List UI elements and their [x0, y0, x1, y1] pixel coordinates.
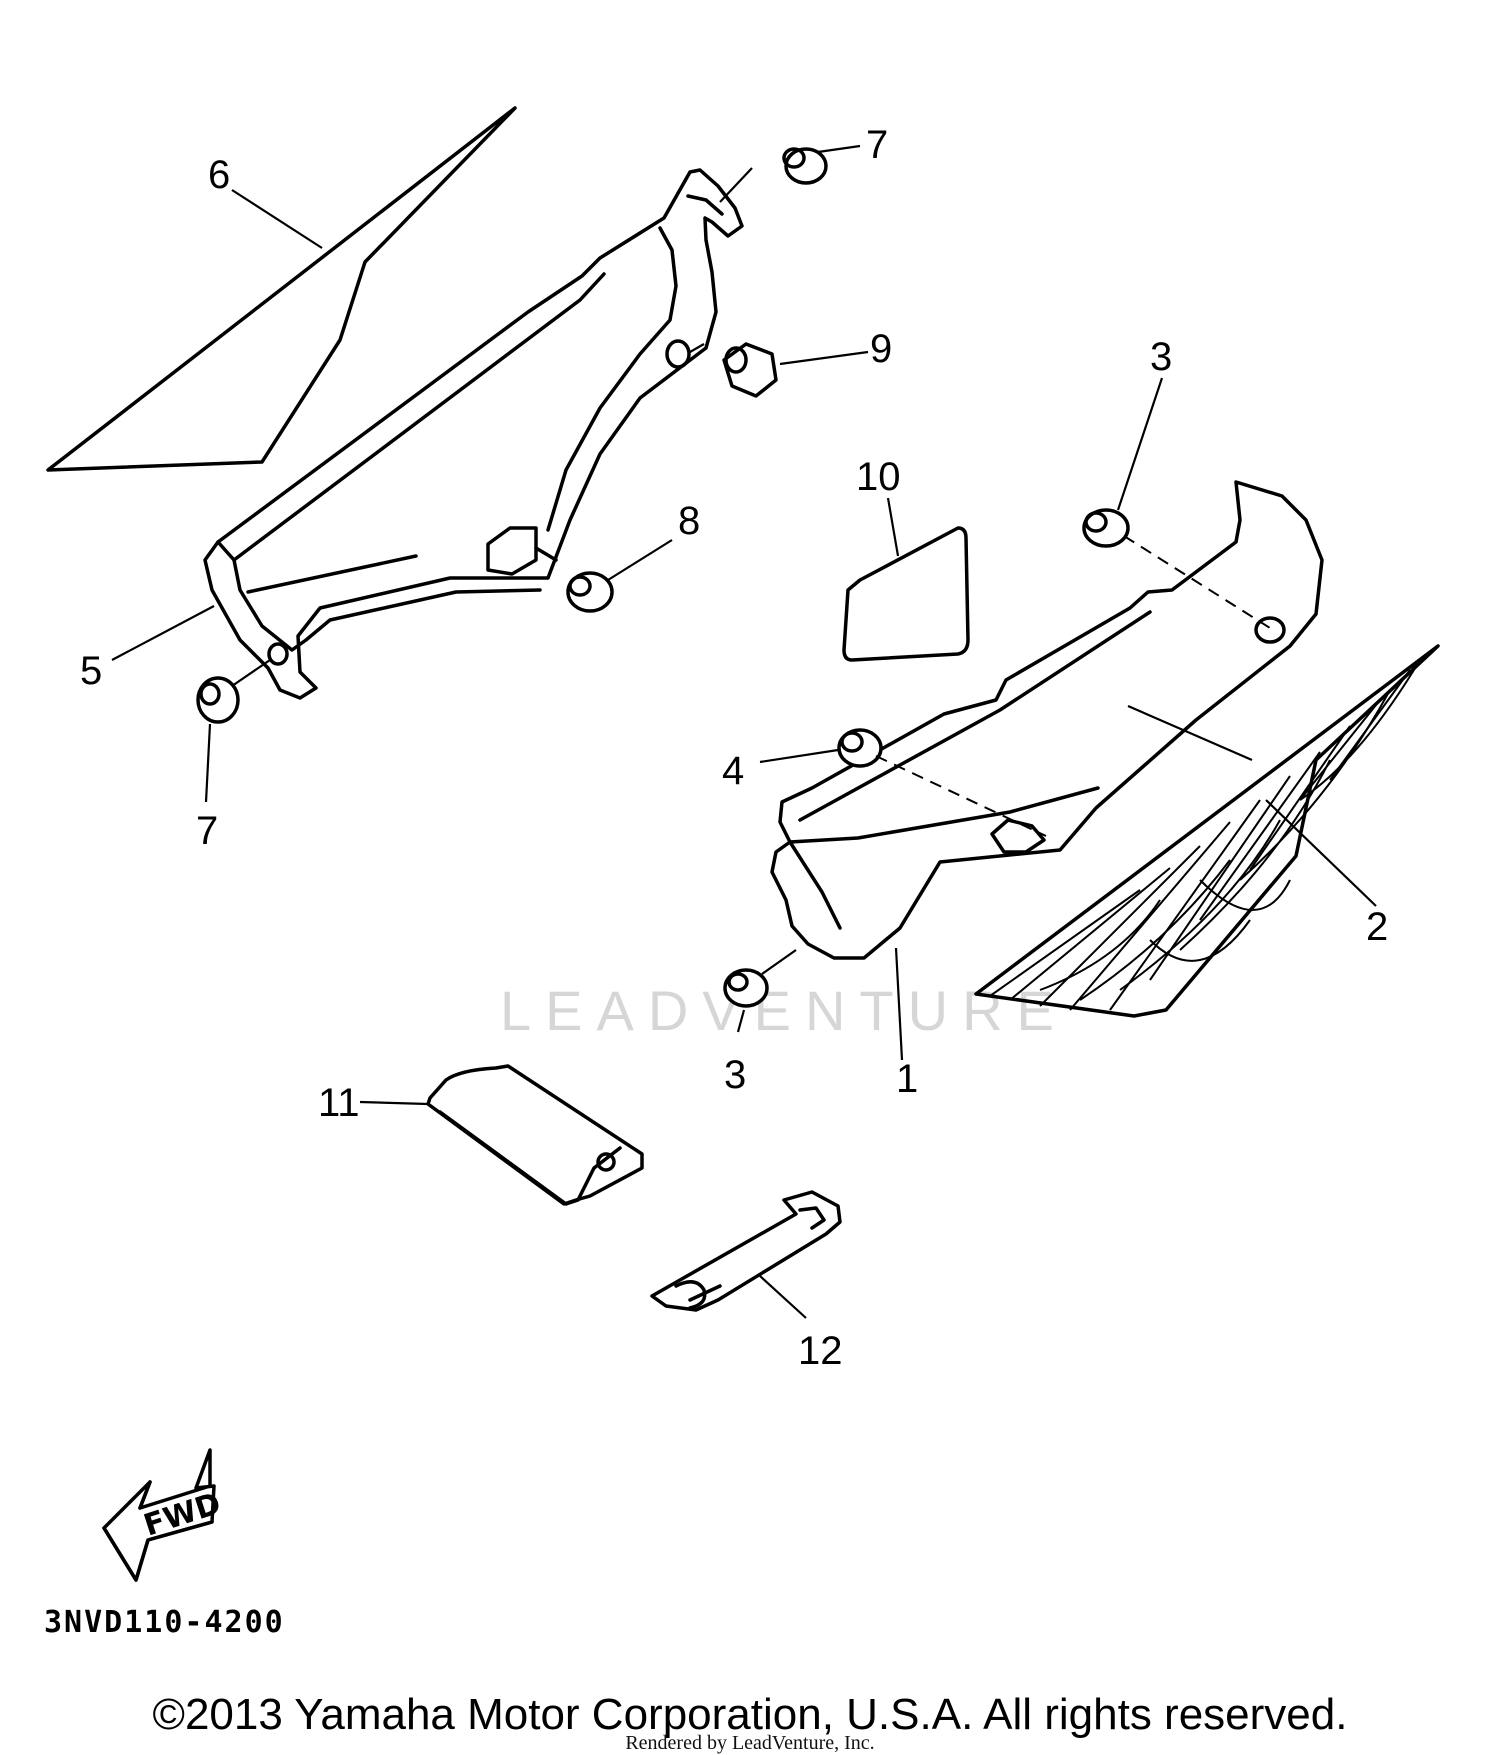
grommet-8: [566, 571, 614, 613]
part-6-decal: [46, 106, 517, 472]
assembly-line-3: [1123, 535, 1271, 629]
grommet-4: [837, 728, 883, 768]
part-2-graphic-decal: [974, 644, 1440, 1018]
callout-7-bottom: 7: [196, 809, 218, 853]
damper-9: [722, 342, 778, 398]
callout-1: 1: [896, 1057, 918, 1101]
part-1-side-cover: [770, 480, 1324, 960]
callout-9: 9: [870, 327, 892, 371]
grommet-7-top: [782, 147, 828, 185]
leader-lines: [111, 144, 1377, 1319]
callout-12: 12: [798, 1329, 843, 1373]
grommet-3-lower: [723, 968, 769, 1008]
grommet-7-bottom: [196, 676, 240, 724]
assembly-line-4: [875, 755, 1047, 837]
callout-11: 11: [318, 1081, 360, 1125]
diagram-code: 3NVD110-4200: [44, 1605, 285, 1640]
callout-3-lower: 3: [724, 1053, 746, 1097]
callout-4: 4: [722, 749, 744, 793]
part-5-side-cover-frame: [203, 168, 744, 700]
callout-10: 10: [856, 455, 901, 499]
part-12-strap: [650, 1190, 842, 1312]
copyright-text: ©2013 Yamaha Motor Corporation, U.S.A. A…: [152, 1690, 1348, 1739]
callouts: 6 7 9 3 10 8 5 7 4 2 3 1 11 12: [80, 123, 1388, 1373]
callout-5: 5: [80, 649, 102, 693]
part-11-pad: [426, 1064, 644, 1206]
fwd-arrow: FWD: [102, 1448, 225, 1582]
callout-3-upper: 3: [1150, 335, 1172, 379]
callout-7-top: 7: [866, 123, 888, 167]
grommet-3-upper: [1082, 508, 1130, 548]
rendered-by-text: Rendered by LeadVenture, Inc.: [625, 1732, 875, 1754]
callout-6: 6: [208, 153, 230, 197]
fastener-arrow: [990, 818, 1046, 854]
callout-8: 8: [678, 499, 700, 543]
part-10-label: [842, 526, 970, 662]
watermark-text: LEADVENTURE: [500, 979, 1068, 1042]
callout-2: 2: [1366, 905, 1388, 949]
